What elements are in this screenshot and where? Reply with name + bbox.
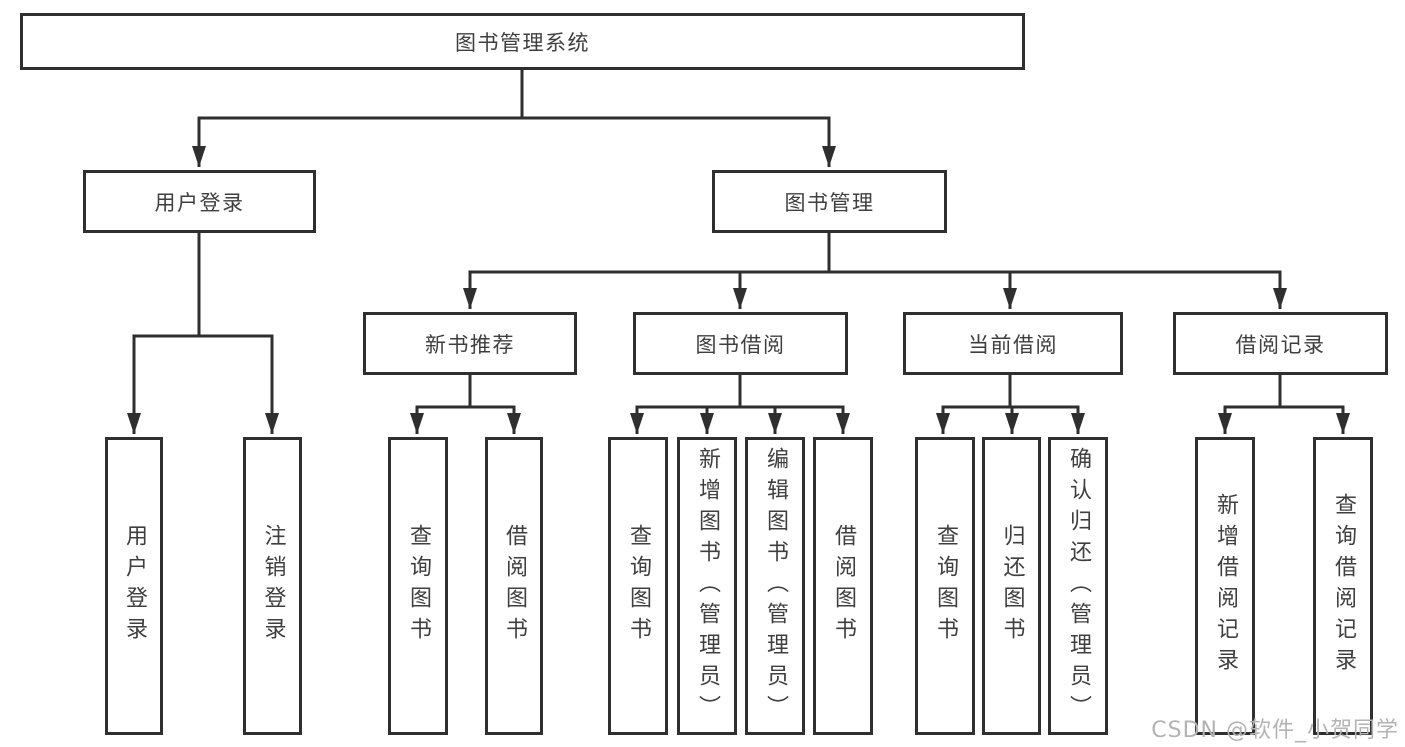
leaf-query-books-current-label: 查询图书 [933, 524, 958, 648]
node-book-borrow-label: 图书借阅 [695, 332, 786, 357]
leaf-confirm-return-admin-label: 确认归还（管理员） [1066, 446, 1091, 726]
leaf-user-login: 用户登录 [105, 437, 163, 735]
leaf-query-borrow-record-label: 查询借阅记录 [1331, 493, 1356, 679]
leaf-query-books-recommend-label: 查询图书 [406, 524, 431, 648]
leaf-query-books-borrow: 查询图书 [608, 437, 668, 735]
leaf-return-books: 归还图书 [982, 437, 1041, 735]
node-new-book-recommend-label: 新书推荐 [425, 332, 515, 357]
leaf-query-books-recommend: 查询图书 [388, 437, 448, 735]
leaf-query-books-current: 查询图书 [915, 437, 975, 735]
leaf-borrow-books: 借阅图书 [813, 437, 873, 735]
leaf-add-books-admin-label: 新增图书（管理员） [695, 446, 720, 726]
csdn-watermark: CSDN @软件_小贺同学 [1151, 718, 1399, 743]
node-borrow-records-label: 借阅记录 [1235, 332, 1326, 357]
node-book-management: 图书管理 [712, 170, 947, 233]
leaf-edit-books-admin-label: 编辑图书（管理员） [763, 446, 788, 726]
leaf-user-login-label: 用户登录 [122, 524, 147, 648]
node-root-label: 图书管理系统 [455, 30, 590, 55]
leaf-return-books-label: 归还图书 [999, 524, 1025, 648]
leaf-add-books-admin: 新增图书（管理员） [677, 437, 737, 735]
node-borrow-records: 借阅记录 [1173, 312, 1388, 375]
leaf-borrow-books-recommend: 借阅图书 [485, 437, 543, 735]
leaf-edit-books-admin: 编辑图书（管理员） [745, 437, 805, 735]
leaf-confirm-return-admin: 确认归还（管理员） [1048, 437, 1108, 735]
leaf-query-borrow-record: 查询借阅记录 [1313, 437, 1373, 735]
node-root-system: 图书管理系统 [20, 13, 1025, 70]
node-user-login-label: 用户登录 [154, 190, 245, 215]
node-book-management-label: 图书管理 [784, 190, 875, 215]
leaf-add-borrow-record-label: 新增借阅记录 [1213, 493, 1238, 679]
leaf-query-books-borrow-label: 查询图书 [626, 524, 651, 648]
leaf-borrow-books-label: 借阅图书 [831, 524, 856, 648]
leaf-borrow-books-recommend-label: 借阅图书 [502, 524, 527, 648]
leaf-add-borrow-record: 新增借阅记录 [1195, 437, 1255, 735]
node-new-book-recommend: 新书推荐 [363, 312, 577, 375]
leaf-logout-label: 注销登录 [260, 524, 286, 648]
leaf-logout: 注销登录 [243, 437, 302, 735]
node-current-borrow-label: 当前借阅 [968, 332, 1058, 357]
node-book-borrow: 图书借阅 [633, 312, 848, 375]
node-current-borrow: 当前借阅 [903, 312, 1123, 375]
node-user-login: 用户登录 [83, 170, 316, 233]
